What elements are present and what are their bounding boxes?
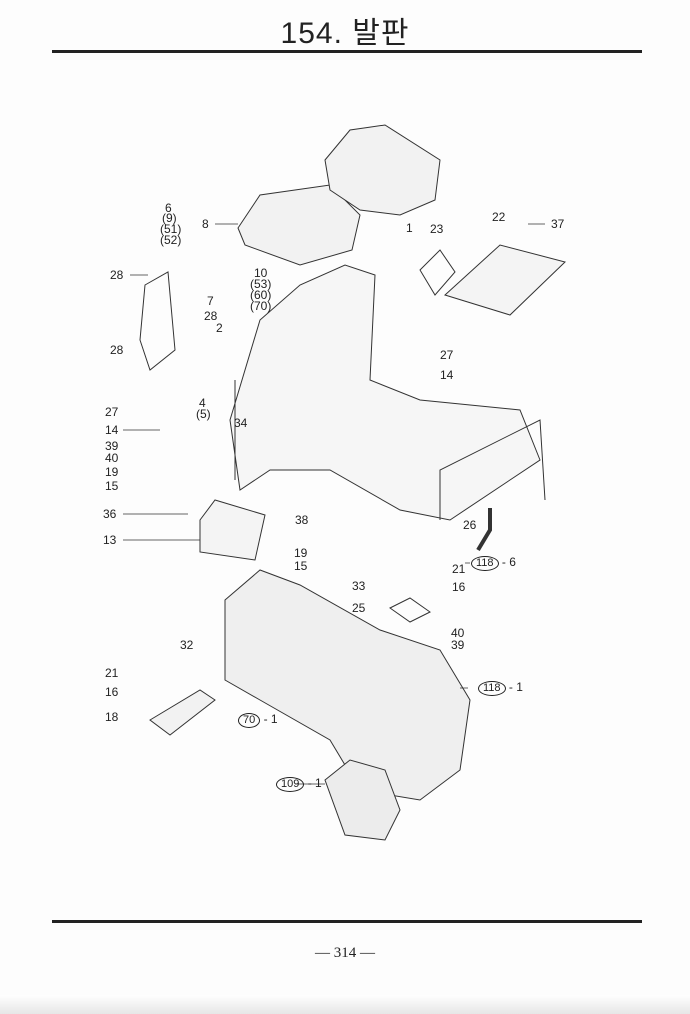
callout-21: 21 xyxy=(105,666,119,680)
callout-23: 23 xyxy=(430,222,444,236)
housing-109 xyxy=(324,759,401,841)
ref-callout-118-6: 118 - 6 xyxy=(471,556,516,571)
callout-6: 6 xyxy=(165,201,172,215)
callout-21: 21 xyxy=(452,562,466,576)
callout-13: 13 xyxy=(103,533,117,547)
frame xyxy=(229,264,541,521)
callout-28: 28 xyxy=(110,268,124,282)
callout-40: 40 xyxy=(105,451,119,465)
callout-16: 16 xyxy=(452,580,466,594)
callout-22: 22 xyxy=(492,210,506,224)
callout-8: 8 xyxy=(202,217,209,231)
callout-27: 27 xyxy=(105,405,119,419)
callout-7: 7 xyxy=(207,294,214,308)
callout-14: 14 xyxy=(105,423,119,437)
callout-14: 14 xyxy=(440,368,454,382)
callout-15: 15 xyxy=(294,559,308,573)
callout-2: 2 xyxy=(216,321,223,335)
callout-1: 1 xyxy=(406,221,413,235)
ref-callout-109-1: 109 - 1 xyxy=(276,777,322,792)
header-rule xyxy=(52,50,642,53)
cover-23 xyxy=(419,249,456,296)
callout-26: 26 xyxy=(463,518,477,532)
ref-number: 118 xyxy=(478,681,506,696)
callout-51: (51) xyxy=(160,222,182,236)
callout-34: 34 xyxy=(234,416,248,430)
callout-39: 39 xyxy=(105,439,119,453)
footer-rule xyxy=(52,920,642,923)
callout-10: 10 xyxy=(254,266,268,280)
ref-callout-70-1: 70 - 1 xyxy=(238,713,278,728)
callout-53: (53) xyxy=(250,277,272,291)
callout-18: 18 xyxy=(105,710,119,724)
callout-39: 39 xyxy=(451,638,465,652)
callout-28: 28 xyxy=(110,343,124,357)
callout-60: (60) xyxy=(250,288,272,302)
ref-suffix: - 1 xyxy=(508,680,523,694)
callout-5: (5) xyxy=(196,407,211,421)
ref-suffix: - 6 xyxy=(501,555,516,569)
callout-19: 19 xyxy=(294,546,308,560)
floor-mat-8 xyxy=(237,184,361,266)
ref-number: 118 xyxy=(471,556,499,571)
ref-number: 70 xyxy=(238,713,261,728)
callout-28: 28 xyxy=(204,309,218,323)
page-number: — 314 — xyxy=(315,945,375,961)
ref-number: 109 xyxy=(276,777,305,792)
callout-19: 19 xyxy=(105,465,119,479)
ref-callout-118-1: 118 - 1 xyxy=(478,681,523,696)
callout-15: 15 xyxy=(105,479,119,493)
callout-70: (70) xyxy=(250,299,272,313)
callout-9: (9) xyxy=(162,211,177,225)
transmission xyxy=(224,569,471,801)
step-box-13 xyxy=(199,499,266,561)
callout-27: 27 xyxy=(440,348,454,362)
side-panel-6 xyxy=(139,271,176,371)
callout-40: 40 xyxy=(451,626,465,640)
ref-suffix: - 1 xyxy=(307,776,322,790)
floor-mat-rear xyxy=(324,124,441,216)
callout-52: (52) xyxy=(160,233,182,247)
plate-25 xyxy=(389,597,431,623)
hose-26 xyxy=(476,508,492,552)
callout-32: 32 xyxy=(180,638,194,652)
callout-16: 16 xyxy=(105,685,119,699)
callout-36: 36 xyxy=(103,507,117,521)
scan-edge xyxy=(0,995,690,1014)
callout-25: 25 xyxy=(352,601,366,615)
callout-4: 4 xyxy=(199,396,206,410)
bracket-18 xyxy=(149,689,216,736)
plate-22 xyxy=(444,244,566,316)
ref-suffix: - 1 xyxy=(263,712,278,726)
callout-37: 37 xyxy=(551,217,565,231)
callout-33: 33 xyxy=(352,579,366,593)
page-title: 154. 발판 xyxy=(280,17,410,50)
callout-38: 38 xyxy=(295,513,309,527)
